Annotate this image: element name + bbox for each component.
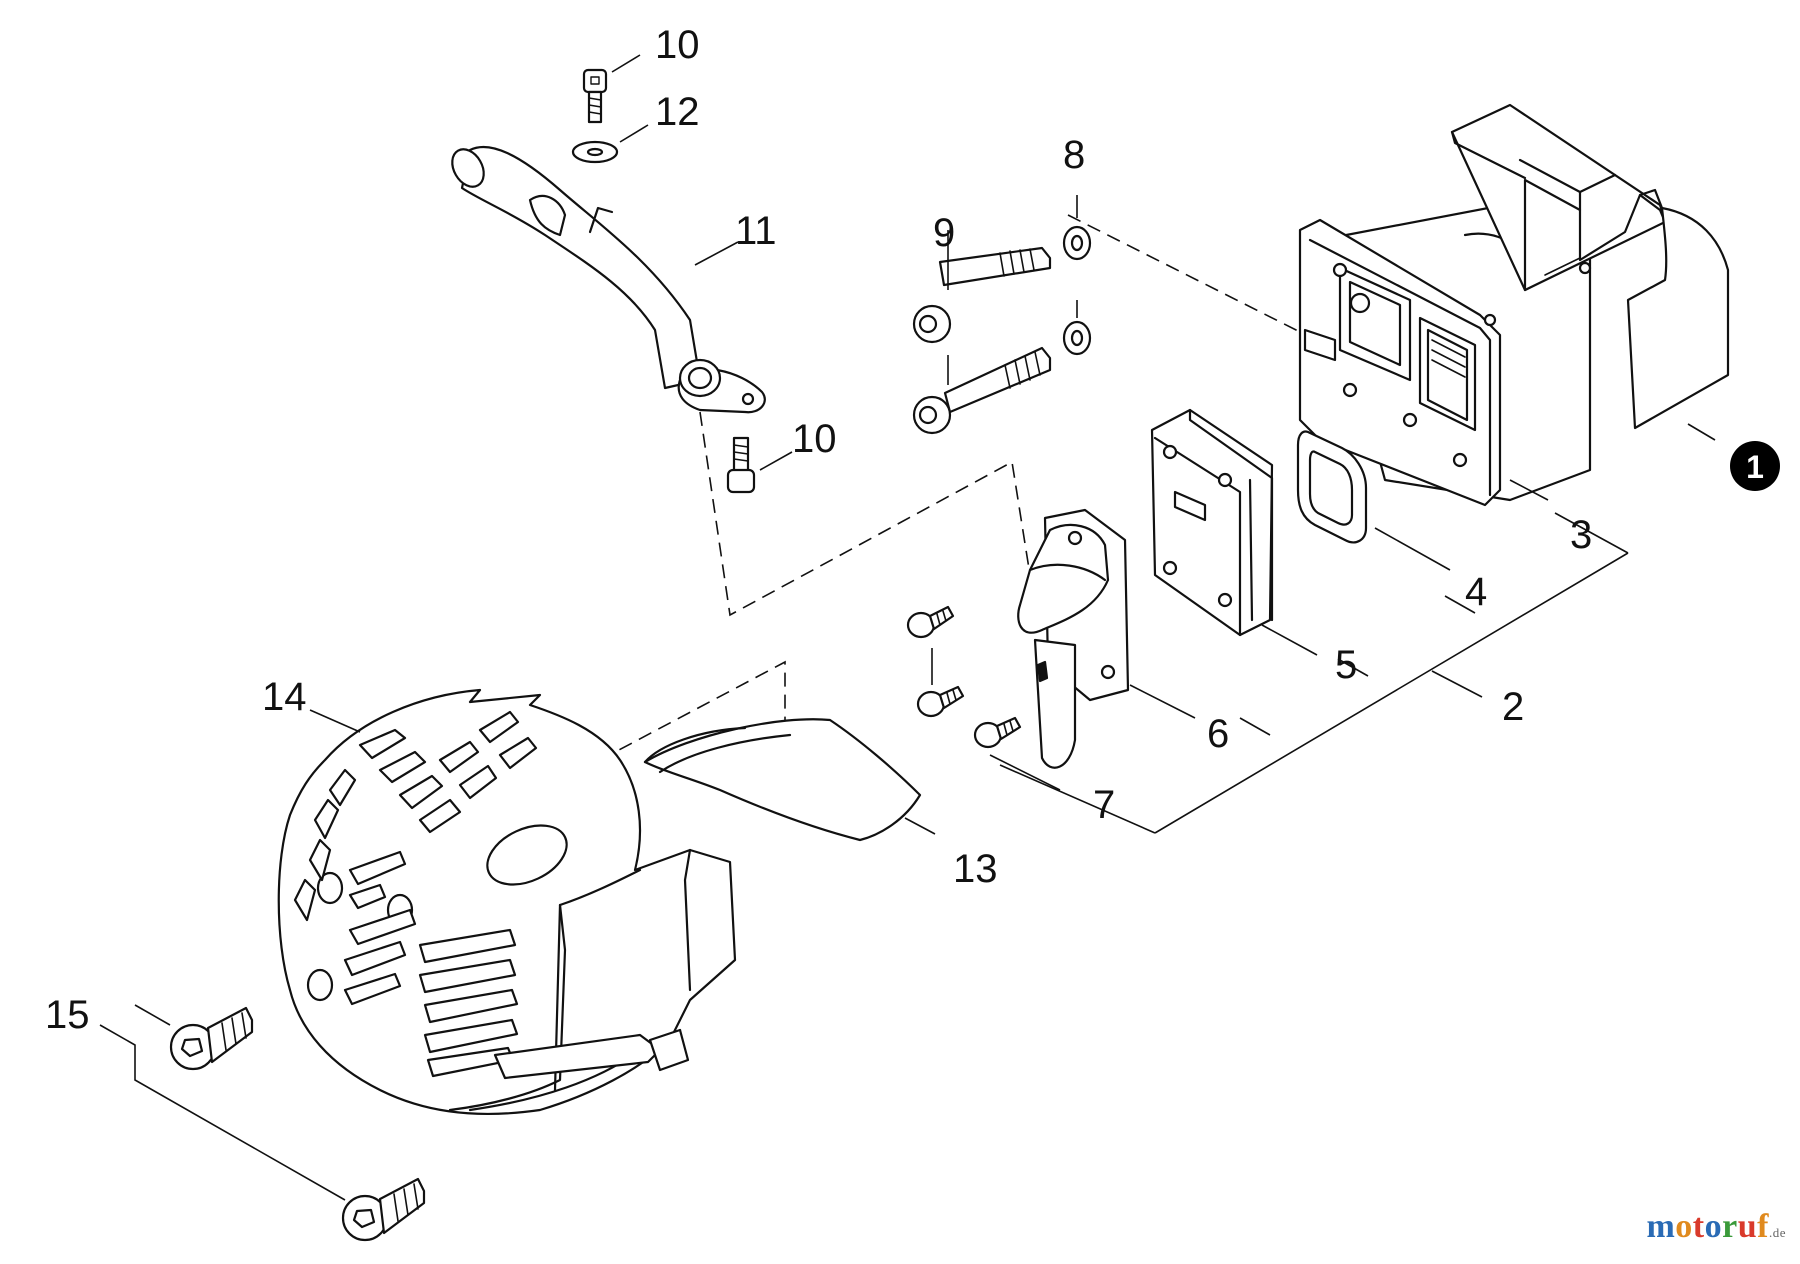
bolt-part-15-upper	[169, 1006, 254, 1071]
watermark-letter: o	[1675, 1208, 1693, 1245]
heat-shield-part-1	[1450, 103, 1730, 430]
bolt-part-9-lower	[912, 346, 1052, 435]
screw-part-7-a	[906, 605, 955, 639]
watermark-letter: u	[1737, 1208, 1758, 1245]
callout-10-top: 10	[655, 23, 700, 67]
callout-8: 8	[1063, 133, 1085, 177]
callout-12: 12	[655, 90, 700, 134]
plate-part-5	[1150, 408, 1274, 637]
watermark-letter: t	[1692, 1208, 1705, 1245]
callout-13: 13	[953, 847, 998, 891]
callout-6: 6	[1207, 712, 1229, 756]
callout-10-lower: 10	[792, 417, 837, 461]
callout-4: 4	[1465, 570, 1487, 614]
muffler-body-part-3	[1298, 198, 1592, 507]
callout-7: 7	[1093, 783, 1115, 827]
pipe-part-11	[451, 145, 766, 414]
callout-11: 11	[735, 209, 777, 253]
cover-part-14	[277, 688, 737, 1115]
outlet-part-6	[1017, 508, 1130, 769]
callout-15: 15	[45, 993, 90, 1037]
watermark-letter: m	[1646, 1208, 1676, 1245]
watermark-letter: o	[1704, 1208, 1723, 1245]
callout-9: 9	[933, 211, 955, 255]
watermark-suffix: .de	[1768, 1225, 1786, 1240]
callout-5: 5	[1335, 643, 1357, 687]
washer-part-8	[1062, 225, 1092, 356]
cover-vents	[293, 710, 538, 1078]
callout-14: 14	[262, 675, 307, 719]
screw-part-7-b	[916, 685, 965, 718]
callout-2: 2	[1502, 685, 1524, 729]
bolt-part-9-upper	[912, 246, 1052, 344]
screw-part-10-top	[582, 68, 608, 124]
callout-labels: 10 12 11 8 9 10 3 4 5 2 6 7 14 13 15	[45, 23, 1592, 1037]
bolt-part-15-lower	[341, 1177, 426, 1242]
callout-3: 3	[1570, 513, 1592, 557]
badge-part-1-label: 1	[1746, 449, 1764, 485]
watermark-letter: r	[1722, 1208, 1738, 1245]
screw-part-10-lower	[726, 436, 756, 494]
assembly-bracket-part-2	[999, 512, 1629, 834]
watermark-logo: motoruf.de	[1646, 1208, 1786, 1246]
watermark-letters: motoruf	[1646, 1208, 1769, 1245]
watermark-letter: f	[1757, 1208, 1769, 1245]
deflector-part-13	[643, 718, 922, 842]
screw-part-7-c	[973, 716, 1022, 749]
washer-part-12	[571, 140, 619, 164]
gasket-part-4	[1296, 430, 1368, 544]
badge-part-1: 1	[1730, 441, 1780, 491]
